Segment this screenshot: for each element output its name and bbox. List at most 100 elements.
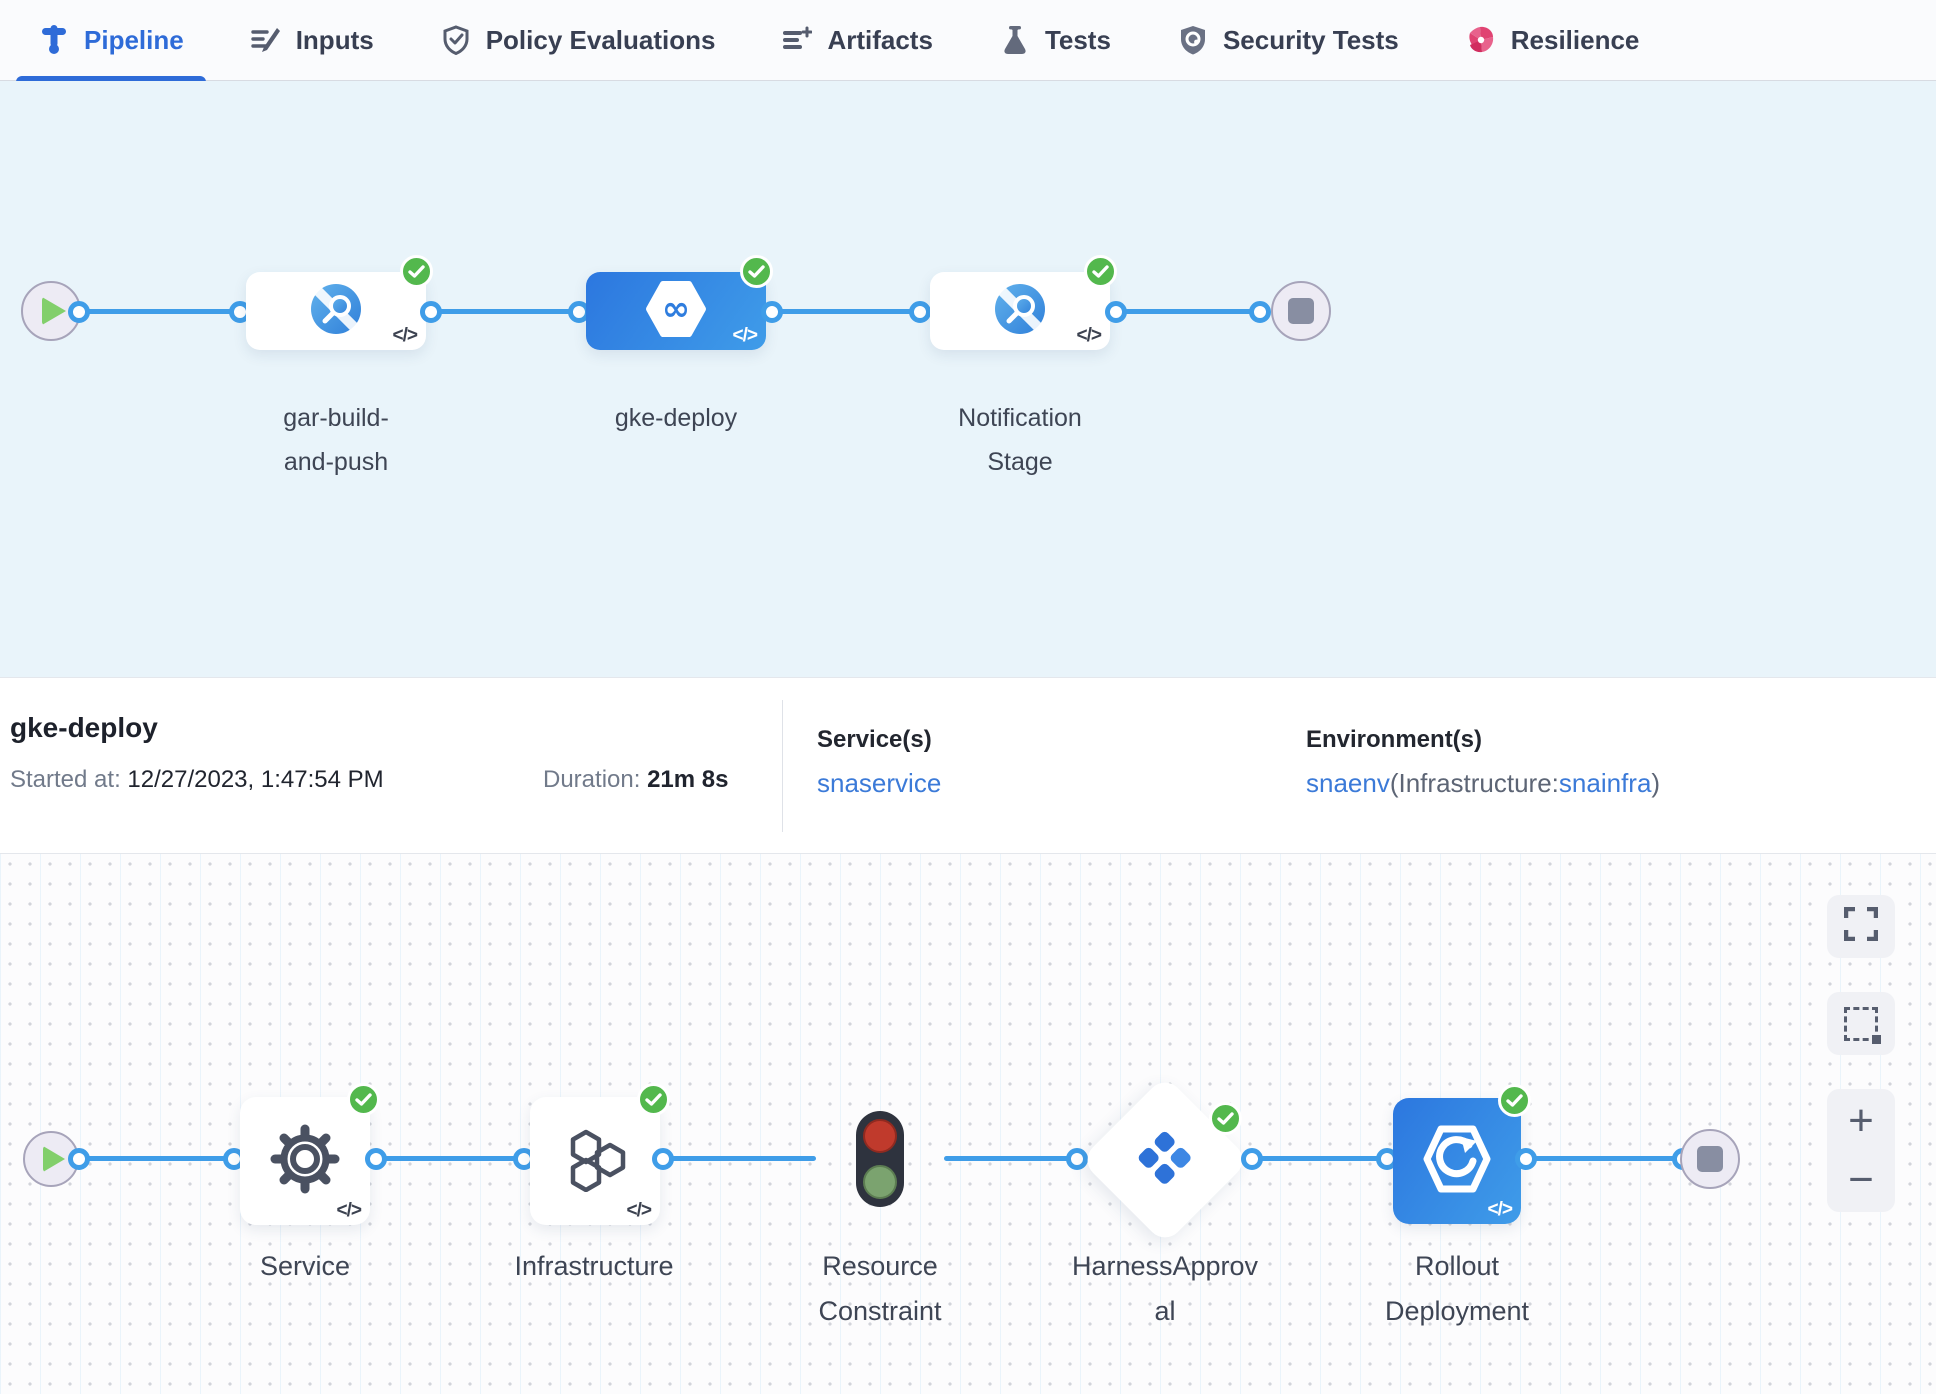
started-at-value: 12/27/2023, 1:47:54 PM: [127, 766, 384, 793]
connector-port: [68, 1147, 90, 1170]
connector-port: [909, 300, 931, 323]
success-check-icon: [400, 255, 433, 288]
yaml-code-badge[interactable]: </>: [626, 1200, 653, 1221]
tab-label: Artifacts: [827, 24, 933, 55]
traffic-green-light: [863, 1165, 897, 1199]
zoom-out-button[interactable]: −: [1848, 1155, 1874, 1204]
yaml-code-badge[interactable]: </>: [1487, 1199, 1514, 1220]
step-node-service[interactable]: </>: [240, 1083, 380, 1225]
yaml-code-badge[interactable]: </>: [392, 325, 419, 346]
custom-stage-icon: [991, 280, 1049, 341]
tab-label: Policy Evaluations: [485, 24, 716, 55]
shield-check-icon: [440, 24, 472, 56]
connector: [68, 1147, 245, 1170]
tab-resilience[interactable]: Resilience: [1449, 0, 1656, 81]
resilience-pinwheel-icon: [1465, 24, 1497, 56]
duration-label: Duration:: [543, 766, 641, 793]
connector-port: [1105, 300, 1127, 323]
custom-stage-icon: [307, 280, 365, 341]
svg-text:∞: ∞: [662, 289, 690, 329]
connector: [420, 300, 590, 323]
security-shield-icon: [1177, 24, 1209, 56]
tab-artifacts[interactable]: Artifacts: [765, 0, 948, 81]
step-label[interactable]: Infrastructure: [514, 1251, 674, 1281]
stop-icon: [1697, 1146, 1723, 1172]
connector-port: [1249, 300, 1271, 323]
tab-pipeline[interactable]: Pipeline: [16, 0, 206, 82]
divider: [782, 700, 783, 832]
stop-icon: [1288, 298, 1314, 324]
tab-label: Inputs: [295, 24, 374, 55]
step-label[interactable]: HarnessApproval: [1071, 1251, 1259, 1326]
end-node: [1271, 281, 1331, 341]
connector-port: [1515, 1147, 1537, 1170]
rollout-icon: [1417, 1121, 1497, 1202]
yaml-code-badge[interactable]: </>: [1076, 325, 1103, 346]
connector-port: [68, 300, 90, 323]
stage-node-notification-stage[interactable]: </>: [930, 255, 1117, 350]
tab-label: Tests: [1044, 24, 1111, 55]
step-node-harness-approval[interactable]: [1080, 1075, 1250, 1245]
success-check-icon: [347, 1083, 380, 1116]
connector-port: [652, 1147, 674, 1170]
yaml-code-badge[interactable]: </>: [732, 325, 759, 346]
pipeline-icon: [38, 24, 70, 56]
stage-graph-canvas[interactable]: </> ∞ </>: [0, 81, 1936, 677]
environment-link[interactable]: snaenv: [1306, 768, 1390, 798]
services-label: Service(s): [817, 726, 932, 753]
connector: [944, 1147, 1088, 1170]
step-node-rollout-deployment[interactable]: </>: [1393, 1084, 1531, 1224]
stage-node-gar-build-and-push[interactable]: </>: [246, 255, 433, 350]
tab-bar: Pipeline Inputs Policy Evaluations: [0, 0, 1936, 82]
tab-policy-evaluations[interactable]: Policy Evaluations: [424, 0, 732, 81]
service-link[interactable]: snaservice: [817, 768, 942, 798]
stage-details-bar: gke-deploy Started at: 12/27/2023, 1:47:…: [0, 677, 1936, 854]
fullscreen-button[interactable]: [1827, 895, 1895, 958]
tab-label: Pipeline: [84, 24, 184, 55]
tab-tests[interactable]: Tests: [983, 0, 1127, 81]
duration-value: 21m 8s: [647, 766, 729, 793]
infrastructure-link[interactable]: snainfra: [1558, 768, 1652, 798]
end-node: [1680, 1129, 1740, 1189]
zoom-controls: + −: [1827, 1089, 1895, 1212]
tab-security-tests[interactable]: Security Tests: [1161, 0, 1415, 81]
tab-inputs[interactable]: Inputs: [234, 0, 390, 81]
success-check-icon: [637, 1083, 670, 1116]
stage-label[interactable]: gar-build-and-push: [283, 404, 389, 476]
stage-title: gke-deploy: [10, 712, 158, 743]
step-label[interactable]: Resource Constraint: [818, 1251, 942, 1326]
execution-graph-canvas[interactable]: </> </>: [0, 854, 1936, 1394]
success-check-icon: [1084, 255, 1117, 288]
cd-stage-icon: ∞: [645, 280, 707, 343]
environment-links: snaenv(Infrastructure:snainfra): [1306, 768, 1660, 799]
step-label[interactable]: Service: [259, 1251, 351, 1281]
list-plus-icon: [781, 24, 813, 56]
marquee-select-button[interactable]: [1827, 992, 1895, 1055]
environments-label: Environment(s): [1306, 726, 1483, 753]
yaml-code-badge[interactable]: </>: [336, 1200, 363, 1221]
connector-port: [1241, 1147, 1263, 1170]
duration-row: Duration: 21m 8s: [543, 766, 728, 794]
connector: [68, 300, 251, 323]
env-suffix: ): [1651, 768, 1661, 798]
connector: [761, 300, 931, 323]
step-label[interactable]: Rollout Deployment: [1384, 1251, 1530, 1326]
play-icon: [42, 297, 66, 325]
flask-icon: [999, 24, 1031, 56]
gear-icon: [269, 1123, 341, 1200]
stage-label[interactable]: Notification Stage: [958, 404, 1082, 476]
hexagons-icon: [562, 1126, 628, 1197]
step-node-infrastructure[interactable]: </>: [530, 1083, 670, 1225]
env-infra-prefix: (Infrastructure:: [1389, 768, 1559, 798]
connector-port: [365, 1147, 387, 1170]
approval-icon: [1135, 1128, 1195, 1193]
stage-node-gke-deploy[interactable]: ∞ </>: [586, 255, 773, 350]
connector: [1515, 1147, 1694, 1170]
stage-label[interactable]: gke-deploy: [614, 404, 738, 432]
connector-port: [1066, 1147, 1088, 1170]
connector: [365, 1147, 535, 1170]
connector: [1241, 1147, 1398, 1170]
step-node-resource-constraint[interactable]: [856, 1111, 904, 1207]
zoom-in-button[interactable]: +: [1848, 1096, 1874, 1145]
